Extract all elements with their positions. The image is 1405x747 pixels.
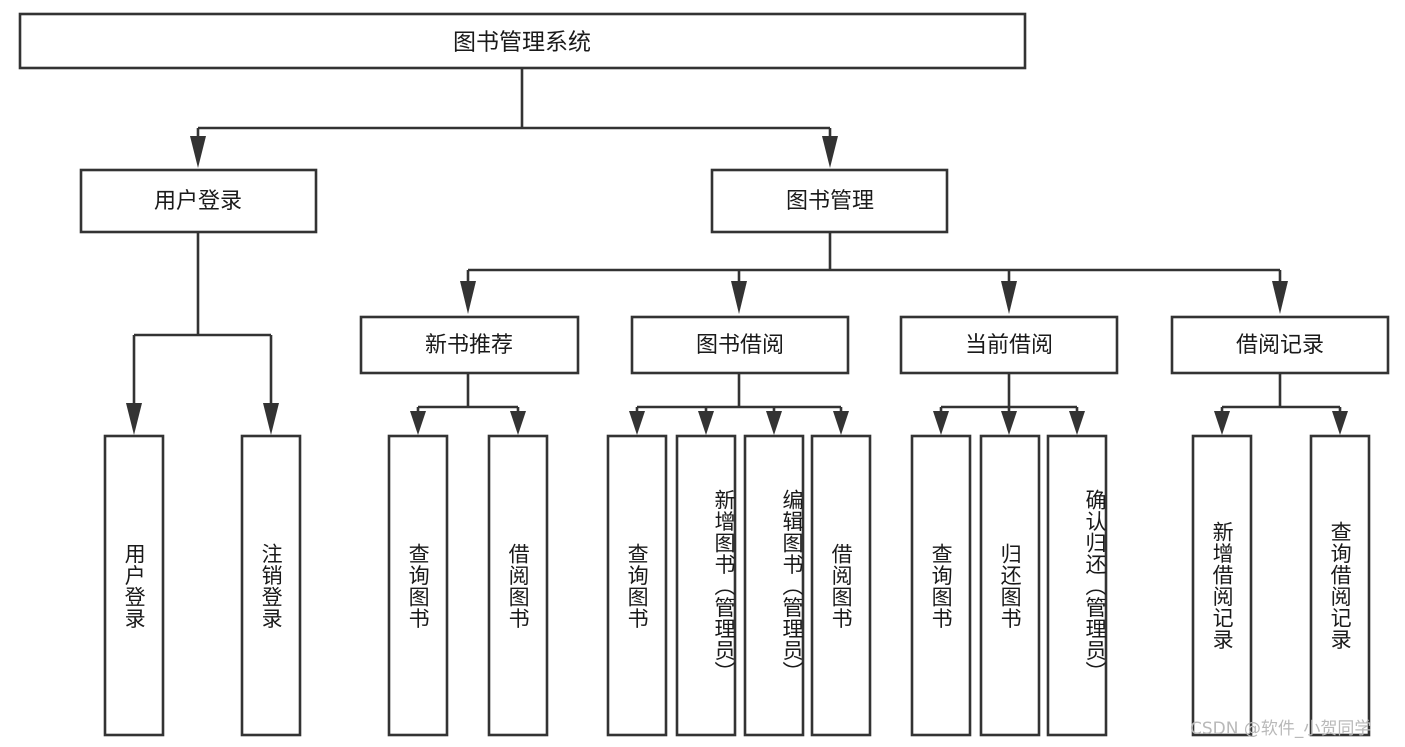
csdn-watermark: CSDN @软件_小贺同学 [1190, 719, 1372, 739]
arrow-head-leaf-add-record [1214, 411, 1230, 435]
node-new-book-recommend-label: 新书推荐 [425, 333, 513, 358]
arrow-head-book-borrow [731, 281, 747, 314]
node-leaf-add-book-box[interactable] [675, 434, 737, 737]
node-root[interactable]: 图书管理系统 [18, 12, 1027, 70]
node-borrow-record-label: 借阅记录 [1236, 333, 1324, 358]
node-leaf-edit-book-box[interactable] [743, 434, 805, 737]
node-book-borrow-label: 图书借阅 [696, 333, 784, 358]
connector-group-new-book-recommend [410, 373, 526, 435]
node-leaf-borrow-book-1-box[interactable] [487, 434, 549, 737]
node-user-login[interactable]: 用户登录 [79, 168, 318, 234]
arrow-head-book-management [822, 136, 838, 168]
connector-group-book-borrow [629, 373, 849, 435]
node-leaf-add-record-box[interactable] [1191, 434, 1253, 737]
node-leaf-user-login-box[interactable] [103, 434, 165, 737]
node-current-borrow-box[interactable] [899, 315, 1119, 375]
arrow-head-leaf-query-record [1332, 411, 1348, 435]
arrow-head-current-borrow [1001, 281, 1017, 314]
node-book-management[interactable]: 图书管理 [710, 168, 949, 234]
leaf-boxes [103, 434, 1371, 737]
arrow-head-leaf-edit-book [766, 411, 782, 435]
node-current-borrow-label: 当前借阅 [965, 333, 1053, 358]
arrow-head-leaf-confirm-return [1069, 411, 1085, 435]
node-current-borrow[interactable]: 当前借阅 [899, 315, 1119, 375]
arrow-head-borrow-record [1272, 281, 1288, 314]
connector-group-book-management [460, 232, 1288, 314]
arrow-head-leaf-logout-login [263, 403, 279, 435]
node-book-management-box[interactable] [710, 168, 949, 234]
node-leaf-borrow-book-2-box[interactable] [810, 434, 872, 737]
connector-group-borrow-record [1214, 373, 1348, 435]
node-borrow-record-box[interactable] [1170, 315, 1390, 375]
node-new-book-recommend-box[interactable] [359, 315, 580, 375]
arrow-head-leaf-add-book [698, 411, 714, 435]
arrow-head-leaf-borrow-book-2 [833, 411, 849, 435]
node-user-login-label: 用户登录 [154, 189, 242, 214]
node-leaf-query-book-2-box[interactable] [606, 434, 668, 737]
node-user-login-box[interactable] [79, 168, 318, 234]
arrow-head-leaf-query-book-2 [629, 411, 645, 435]
node-book-management-label: 图书管理 [786, 189, 874, 214]
node-leaf-logout-login-box[interactable] [240, 434, 302, 737]
arrow-head-leaf-query-book-1 [410, 411, 426, 435]
arrow-head-leaf-return-book [1001, 411, 1017, 435]
node-new-book-recommend[interactable]: 新书推荐 [359, 315, 580, 375]
connector-group-user-login [126, 232, 279, 435]
node-leaf-return-book-box[interactable] [979, 434, 1041, 737]
arrow-head-new-book-recommend [460, 281, 476, 314]
node-book-borrow[interactable]: 图书借阅 [630, 315, 850, 375]
arrow-head-leaf-borrow-book-1 [510, 411, 526, 435]
node-leaf-query-book-3-box[interactable] [910, 434, 972, 737]
node-leaf-query-record-box[interactable] [1309, 434, 1371, 737]
arrow-head-user-login [190, 136, 206, 168]
arrow-head-leaf-query-book-3 [933, 411, 949, 435]
connector-group-root [190, 68, 838, 168]
connector-group-current-borrow [933, 373, 1085, 435]
node-leaf-query-book-1-box[interactable] [387, 434, 449, 737]
node-leaf-confirm-return-box[interactable] [1046, 434, 1108, 737]
arrow-head-leaf-user-login [126, 403, 142, 435]
node-root-label: 图书管理系统 [453, 30, 591, 56]
node-borrow-record[interactable]: 借阅记录 [1170, 315, 1390, 375]
node-root-box[interactable] [18, 12, 1027, 70]
node-book-borrow-box[interactable] [630, 315, 850, 375]
